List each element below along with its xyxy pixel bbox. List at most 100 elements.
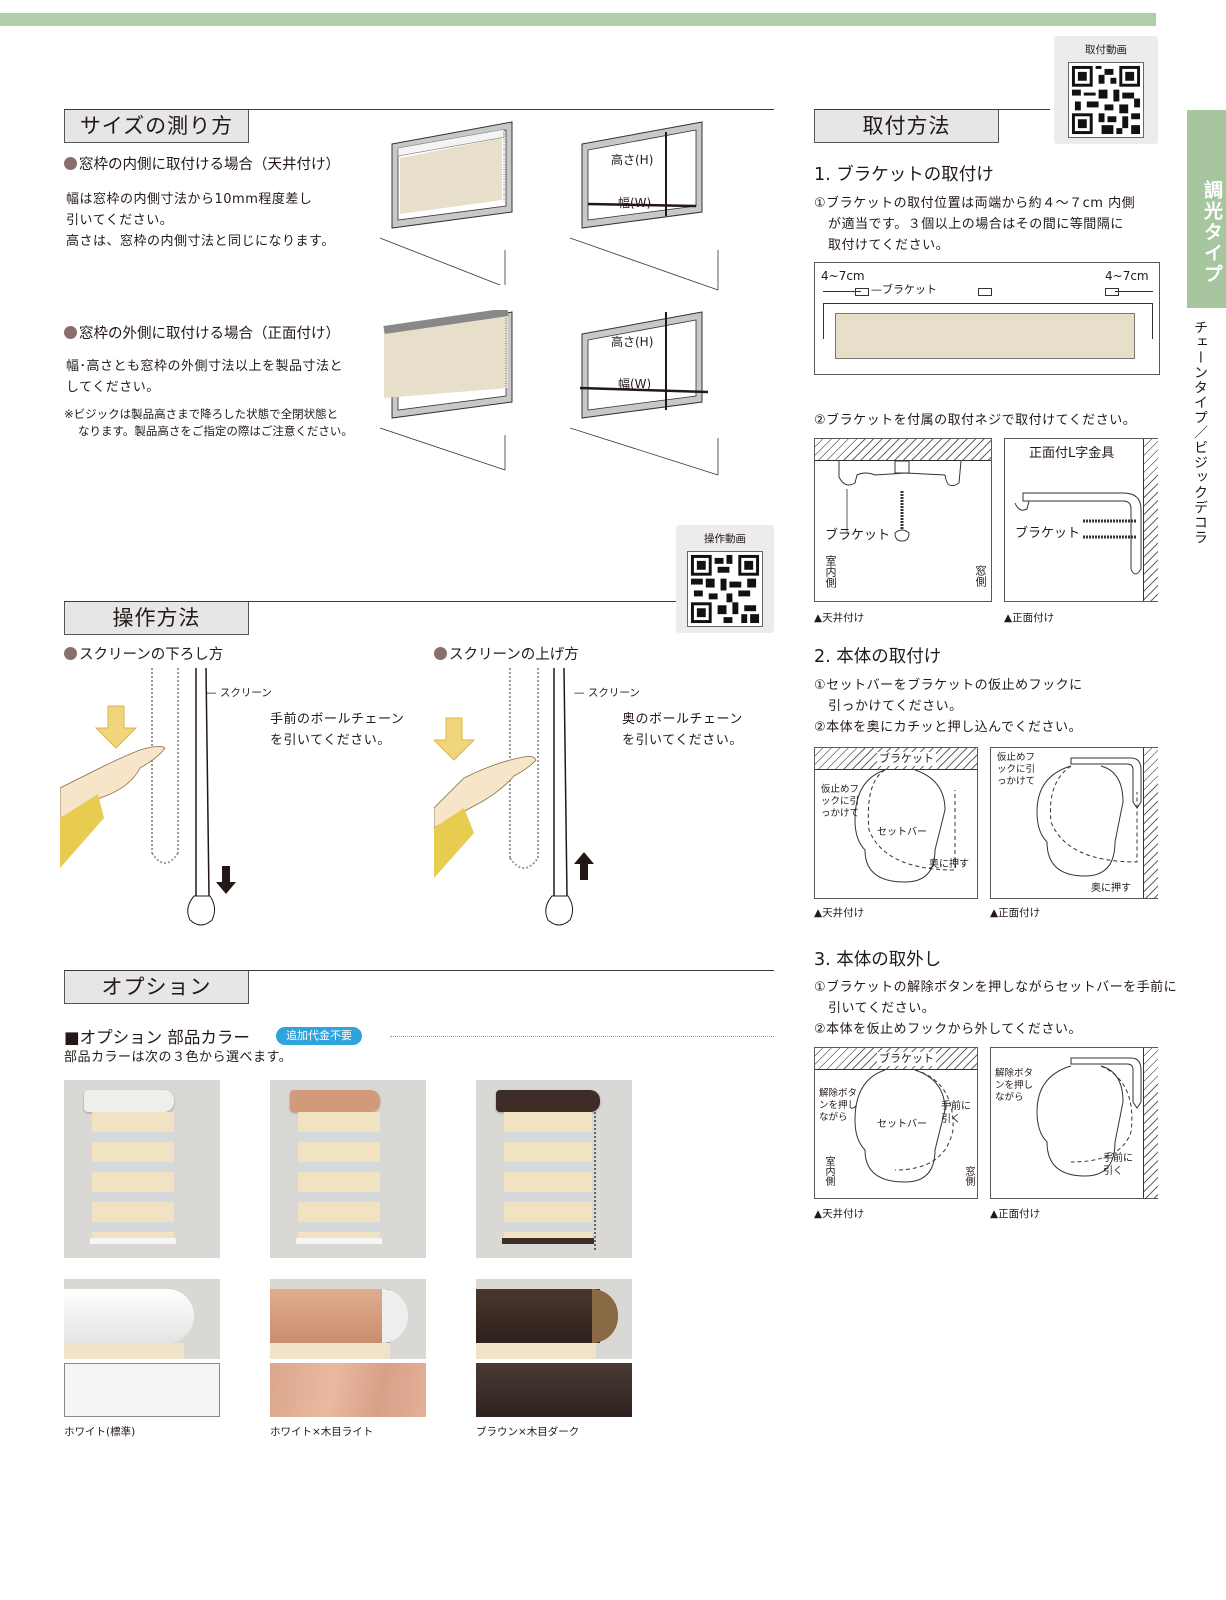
step1-heading: 1. ブラケットの取付け: [814, 165, 994, 185]
text-line: 引いてください。: [828, 1001, 936, 1016]
header-bar: [0, 13, 1156, 26]
inside-mount-text: 幅は窓枠の内側寸法から10mm程度差し 引いてください。 高さは、窓枠の内側寸法…: [66, 189, 335, 252]
bracket-label-text: ブラケット: [882, 283, 937, 296]
bracket-label: ブラケット: [1015, 526, 1081, 541]
color-name-wood-dark: ブラウン×木目ダーク: [476, 1426, 580, 1438]
operation-video-qr[interactable]: 操作動画: [676, 525, 774, 633]
ceiling-hatch: [815, 439, 991, 461]
indoor-side-label: 室内側: [823, 1156, 834, 1186]
operation-video-label: 操作動画: [704, 533, 746, 545]
outside-mount-heading-text: 窓枠の外側に取付ける場合（正面付け）: [79, 326, 340, 342]
qr-code-icon: [687, 551, 763, 627]
category-tab: 調光タイプ: [1187, 110, 1226, 308]
text-line: ①ブラケットの解除ボタンを押しながらセットバーを手前に: [814, 980, 1178, 995]
headrail-closeup-brown: [476, 1279, 632, 1359]
outside-mount-text: 幅･高さとも窓枠の外側寸法以上を製品寸法と してください。: [66, 356, 343, 398]
front-mount-bracket-diagram: 正面付L字金具 ブラケット: [1004, 438, 1158, 602]
step2-heading: 2. 本体の取付け: [814, 647, 942, 667]
l-fitting-label: 正面付L字金具: [1029, 446, 1115, 461]
operation-section-rule: [64, 601, 676, 602]
text-line: 高さは、窓枠の内側寸法と同じになります。: [66, 234, 335, 249]
bracket-icon: [1105, 288, 1119, 296]
step3-ceiling-caption: ▲天井付け: [814, 1208, 865, 1220]
install-video-qr[interactable]: 取付動画: [1054, 36, 1158, 144]
step2-ceiling-diagram: ブラケット 仮止めフックに引っかけて セットバー 奥に押す: [814, 747, 978, 899]
right-distance-label: 4~7cm: [1105, 269, 1149, 283]
color-name-white: ホワイト(標準): [64, 1426, 136, 1438]
text-line: ②本体を仮止めフックから外してください。: [814, 1022, 1082, 1037]
measure-section-rule: [64, 109, 774, 110]
raise-screen-illustration: [434, 668, 594, 926]
outside-mount-heading: 窓枠の外側に取付ける場合（正面付け）: [64, 324, 340, 344]
product-photo-brown-wood-dark: [476, 1080, 632, 1258]
window-side-label: 窓側: [974, 565, 987, 587]
text-line: 取付けてください。: [828, 238, 950, 253]
text-line: 引っかけてください。: [828, 699, 963, 714]
headrail-closeup-white: [64, 1279, 220, 1359]
note-line: なります。製品高さをご指定の際はご注意ください。: [78, 424, 353, 438]
outside-mount-illustration: [380, 310, 513, 471]
options-section-rule: [64, 970, 774, 971]
setbar-label: セットバー: [877, 1119, 927, 1130]
indoor-side-label: 室内側: [824, 555, 837, 588]
step1-instructions: ①ブラケットの取付位置は両端から約４～７cm 内側 が適当です。３個以上の場合は…: [814, 193, 1135, 256]
text-line: 奥のボールチェーン: [622, 712, 743, 727]
push-label: 奥に押す: [1091, 883, 1131, 894]
height-label: 高さ(H): [611, 335, 654, 349]
text-line: 幅･高さとも窓枠の外側寸法以上を製品寸法と: [66, 359, 344, 374]
step3-front-diagram: 解除ボタンを押しながら 手前に引く: [990, 1047, 1158, 1199]
hook-note: 仮止めフックに引っかけて: [821, 784, 860, 819]
step2-instructions: ①セットバーをブラケットの仮止めフックに 引っかけてください。 ②本体を奥にカチ…: [814, 675, 1083, 738]
headrail-profile-drawing: [854, 770, 956, 883]
text-line: してください。: [66, 380, 160, 395]
front-mount-caption: ▲正面付け: [1004, 612, 1055, 624]
pull-label: 手前に引く: [1103, 1153, 1133, 1177]
bullet-icon: [64, 647, 77, 660]
screen-label-text: スクリーン: [587, 687, 640, 699]
left-dim-arrow: [823, 291, 861, 292]
setbar-label: セットバー: [877, 827, 927, 838]
release-note: 解除ボタンを押しながら: [995, 1068, 1034, 1103]
ceiling-mount-caption: ▲天井付け: [814, 612, 865, 624]
lower-screen-heading-text: スクリーンの下ろし方: [79, 647, 224, 663]
install-section-rule: [814, 109, 1050, 110]
heading-dotted-rule: [390, 1036, 774, 1037]
note-line: ※ビジックは製品高さまで降ろした状態で全閉状態と: [64, 407, 339, 421]
qr-code-icon: [1068, 62, 1144, 138]
swatch-wood-light[interactable]: [270, 1363, 426, 1417]
screen-label: — スクリーン: [574, 687, 640, 699]
pull-label: 手前に引く: [941, 1101, 971, 1125]
step3-ceiling-diagram: ブラケット 解除ボタンを押しながら セットバー 手前に引く 室内側 窓側: [814, 1047, 978, 1199]
headrail: [823, 303, 1153, 339]
step1-screw-instruction: ②ブラケットを付属の取付ネジで取付けてください。: [814, 413, 1137, 428]
inside-mount-heading-text: 窓枠の内側に取付ける場合（天井付け）: [79, 157, 340, 173]
screen-label-text: スクリーン: [219, 687, 272, 699]
raise-instructions: 奥のボールチェーン を引いてください。: [622, 709, 743, 751]
headrail-profile-drawing: [1036, 757, 1142, 877]
step3-front-caption: ▲正面付け: [990, 1208, 1041, 1220]
release-note: 解除ボタンを押しながら: [819, 1088, 858, 1123]
parts-color-description: 部品カラーは次の３色から選べます。: [64, 1050, 293, 1065]
operation-section-title: 操作方法: [64, 602, 249, 635]
parts-color-heading: ■オプション 部品カラー: [64, 1028, 250, 1047]
l-fitting-drawing: [1014, 492, 1142, 575]
screen-fabric: [835, 313, 1135, 359]
raise-screen-heading-text: スクリーンの上げ方: [449, 647, 579, 663]
width-label: 幅(W): [618, 377, 652, 391]
headrail-profile-drawing: [854, 1070, 954, 1183]
lower-screen-illustration: [60, 668, 236, 926]
bracket-icon: [978, 288, 992, 296]
bracket-screw-drawing: [838, 461, 962, 542]
swatch-white[interactable]: [64, 1363, 220, 1417]
screen-label: — スクリーン: [206, 687, 272, 699]
step2-front-caption: ▲正面付け: [990, 907, 1041, 919]
wall-hatch: [1143, 1048, 1158, 1198]
text-line: ①ブラケットの取付位置は両端から約４～７cm 内側: [814, 196, 1136, 211]
headrail-profile-drawing: [1036, 1057, 1142, 1177]
bracket-label: ブラケット: [825, 528, 891, 543]
product-type-label: チェーンタイプ／ビジックデコラ: [1192, 320, 1208, 545]
step3-instructions: ①ブラケットの解除ボタンを押しながらセットバーを手前に 引いてください。 ②本体…: [814, 977, 1177, 1040]
swatch-wood-dark[interactable]: [476, 1363, 632, 1417]
push-label: 奥に押す: [929, 859, 969, 870]
ceiling-mount-bracket-diagram: ブラケット 室内側 窓側: [814, 438, 992, 602]
